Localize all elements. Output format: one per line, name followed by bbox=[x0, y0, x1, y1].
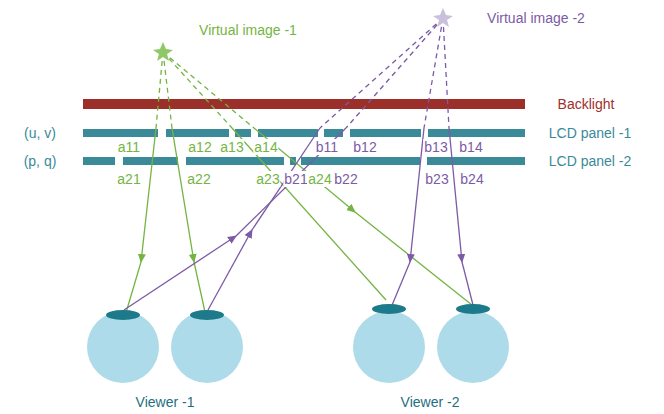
layer-label: LCD panel -2 bbox=[549, 153, 632, 169]
viewer-label: Viewer -1 bbox=[136, 394, 195, 410]
pixel-label: b22 bbox=[333, 171, 358, 187]
pixel-label: b11 bbox=[315, 139, 339, 155]
pixel-label: a12 bbox=[187, 139, 212, 155]
pixel-label: b24 bbox=[459, 171, 484, 187]
image-label: Virtual image -1 bbox=[199, 22, 297, 38]
coordinate-label: (u, v) bbox=[24, 125, 56, 141]
virtual-image-star bbox=[433, 8, 453, 27]
image-label: Virtual image -2 bbox=[487, 10, 585, 26]
pixel-label: b13 bbox=[423, 139, 448, 155]
layer-label: LCD panel -1 bbox=[549, 125, 632, 141]
pixel-label: b23 bbox=[424, 171, 449, 187]
lcd-panel-1 bbox=[83, 129, 525, 137]
pixel-label: b12 bbox=[352, 139, 377, 155]
backlight-bar bbox=[83, 99, 525, 109]
pixel-label: a21 bbox=[116, 171, 141, 187]
viewer-label: Viewer -2 bbox=[401, 394, 460, 410]
pixel-label: a23 bbox=[255, 171, 280, 187]
pixel-label: a13 bbox=[219, 139, 244, 155]
coordinate-label: (p, q) bbox=[24, 153, 57, 169]
pixel-label: a14 bbox=[253, 139, 278, 155]
pixel-label: a11 bbox=[117, 139, 141, 155]
pixel-label: a24 bbox=[307, 171, 332, 187]
pixel-label: a22 bbox=[186, 171, 211, 187]
virtual-image-star bbox=[153, 42, 173, 61]
pixel-label: b21 bbox=[283, 171, 308, 187]
pixel-label: b14 bbox=[458, 139, 483, 155]
layer-label: Backlight bbox=[558, 96, 615, 112]
lcd-panel-2 bbox=[83, 157, 525, 165]
